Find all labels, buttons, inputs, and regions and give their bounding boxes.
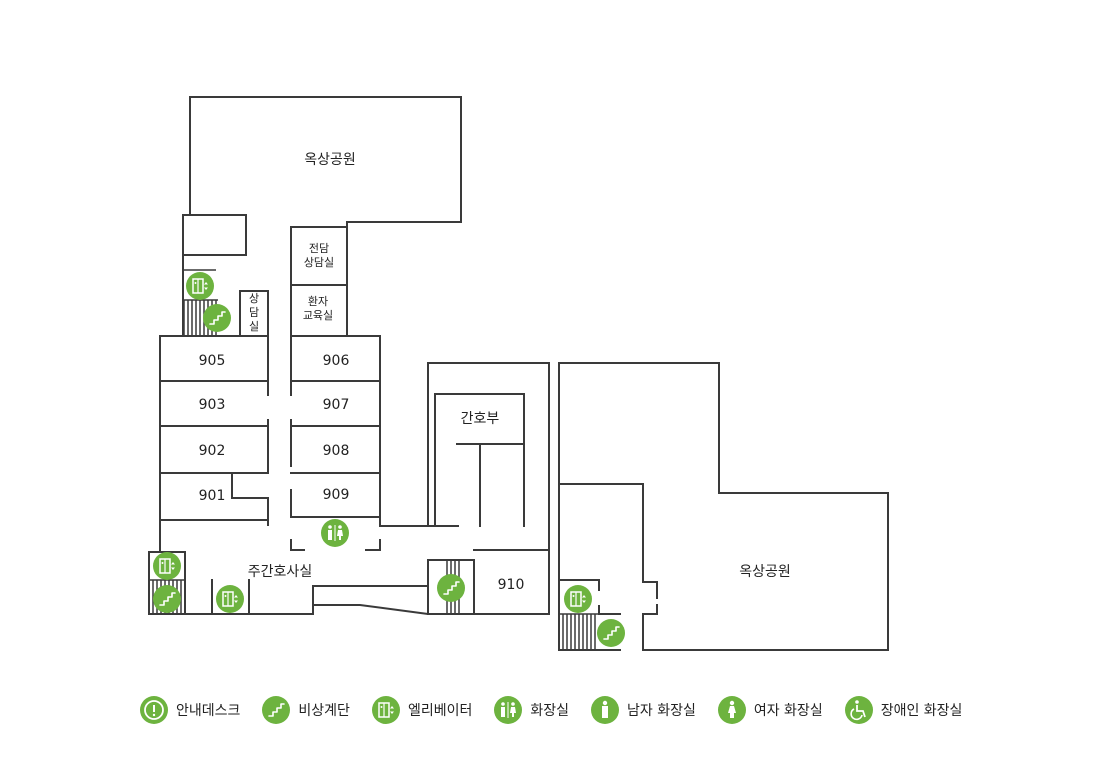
- patient-education-label-1: 환자: [308, 295, 328, 308]
- emergency-stairs-icon[interactable]: [436, 573, 466, 603]
- restroom-icon: [494, 696, 523, 724]
- legend-label: 엘리베이터: [407, 703, 473, 719]
- legend-item-restroom: 화장실: [494, 696, 569, 724]
- legend-item-elevator: 엘리베이터: [371, 696, 473, 724]
- nurse-station-label: 간호부: [461, 411, 500, 427]
- emergency-stairs-icon[interactable]: [152, 584, 182, 614]
- legend-label: 여자 화장실: [753, 703, 823, 719]
- accessible-restroom-icon: [844, 696, 873, 724]
- room-907: 907: [323, 397, 350, 413]
- patient-education-room: 환자 교육실: [290, 284, 348, 337]
- counsel-room-label-1: 전담: [309, 242, 329, 255]
- legend-item-women-restroom: 여자 화장실: [717, 696, 823, 724]
- small-counsel-label-3: 실: [249, 320, 259, 333]
- info-desk-icon: [140, 696, 168, 724]
- day-nurse-room: 주간호사실: [148, 551, 550, 615]
- emergency-stairs-icon[interactable]: [202, 303, 232, 333]
- elevator-icon[interactable]: [563, 584, 593, 614]
- emergency-stairs-icon: [262, 696, 291, 724]
- room-903: 903: [199, 397, 226, 413]
- legend-label: 비상계단: [298, 703, 350, 719]
- day-nurse-room-label: 주간호사실: [248, 564, 312, 580]
- women-restroom-icon: [717, 696, 746, 724]
- counsel-room-label-2: 상담실: [304, 256, 334, 269]
- legend-label: 장애인 화장실: [880, 703, 963, 719]
- small-counsel-room: 상 담 실: [239, 290, 269, 337]
- rooftop-garden-north-label: 옥상공원: [304, 152, 356, 168]
- legend-item-men-restroom: 남자 화장실: [590, 696, 696, 724]
- room-910: 910: [498, 577, 525, 593]
- room-909: 909: [323, 487, 350, 503]
- counsel-room: 전담 상담실: [290, 226, 348, 286]
- elevator-icon[interactable]: [215, 584, 245, 614]
- small-counsel-label-1: 상: [249, 292, 259, 305]
- legend-item-emergency-stairs: 비상계단: [262, 696, 350, 724]
- elevator-icon: [371, 696, 400, 724]
- restroom-icon[interactable]: [320, 518, 350, 548]
- nurse-station-block: 간호부 910: [427, 362, 550, 615]
- rooftop-garden-east: 옥상공원: [558, 362, 889, 651]
- patient-education-label-2: 교육실: [303, 309, 333, 322]
- small-counsel-label-2: 담: [249, 306, 259, 319]
- legend-item-accessible-restroom: 장애인 화장실: [844, 696, 963, 724]
- legend-label: 화장실: [530, 703, 569, 719]
- storage-room: [182, 214, 247, 337]
- emergency-stairs-icon[interactable]: [596, 618, 626, 648]
- room-902: 902: [199, 443, 226, 459]
- legend-label: 안내데스크: [176, 703, 241, 719]
- elevator-icon[interactable]: [152, 551, 182, 581]
- legend-label: 남자 화장실: [626, 703, 696, 719]
- legend-item-info-desk: 안내데스크: [140, 696, 240, 724]
- map-legend: 안내데스크 비상계단 엘리베이터 화장실 남자 화장실 여자 화장실 장애인 화…: [140, 695, 984, 725]
- room-906: 906: [323, 353, 350, 369]
- room-901: 901: [199, 488, 226, 504]
- ward-block: [159, 335, 381, 553]
- room-908: 908: [323, 443, 350, 459]
- room-905: 905: [199, 353, 226, 369]
- rooftop-garden-east-label: 옥상공원: [739, 564, 791, 580]
- elevator-icon[interactable]: [185, 271, 215, 301]
- men-restroom-icon: [590, 696, 619, 724]
